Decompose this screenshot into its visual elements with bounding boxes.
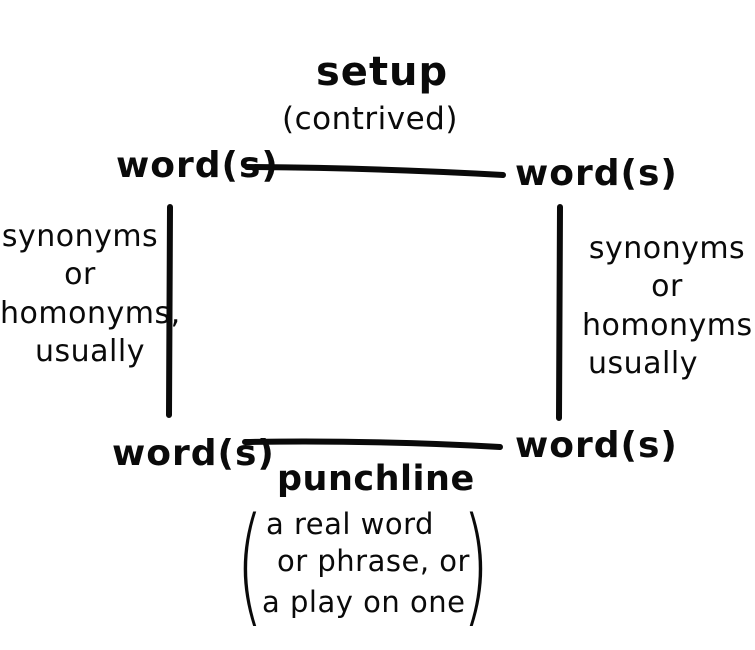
left-side-line1: synonyms bbox=[1, 219, 159, 254]
setup-title: setup bbox=[316, 49, 449, 95]
right-side-line3: homonyms, bbox=[582, 307, 755, 343]
right-side-label: synonyms or homonyms, usually bbox=[582, 230, 755, 384]
punchline-note-line1: a real word bbox=[266, 507, 434, 541]
left-side-line4: usually bbox=[35, 334, 145, 370]
right-side-line1: synonyms bbox=[588, 231, 746, 266]
open-paren: ( bbox=[236, 491, 264, 640]
left-side-line2: or bbox=[64, 257, 96, 293]
right-line bbox=[556, 204, 563, 421]
right-side-line4: usually bbox=[588, 346, 698, 382]
bottom-line bbox=[242, 438, 503, 450]
corner-top-left: word(s) bbox=[116, 145, 279, 186]
punchline-title: punchline bbox=[277, 459, 475, 499]
left-line bbox=[166, 204, 173, 418]
corner-bottom-right: word(s) bbox=[515, 425, 678, 466]
setup-note: (contrived) bbox=[282, 101, 458, 137]
punchline-note-line3: a play on one bbox=[262, 585, 466, 619]
left-side-line3: homonyms, bbox=[0, 295, 181, 331]
right-side-line2: or bbox=[651, 269, 683, 305]
top-line bbox=[244, 164, 506, 178]
corner-bottom-left: word(s) bbox=[112, 433, 275, 474]
left-side-label: synonyms or homonyms, usually bbox=[0, 218, 181, 372]
corner-top-right: word(s) bbox=[515, 153, 678, 194]
close-paren: ) bbox=[462, 491, 490, 640]
punchline-note-line2: or phrase, or bbox=[277, 544, 470, 578]
